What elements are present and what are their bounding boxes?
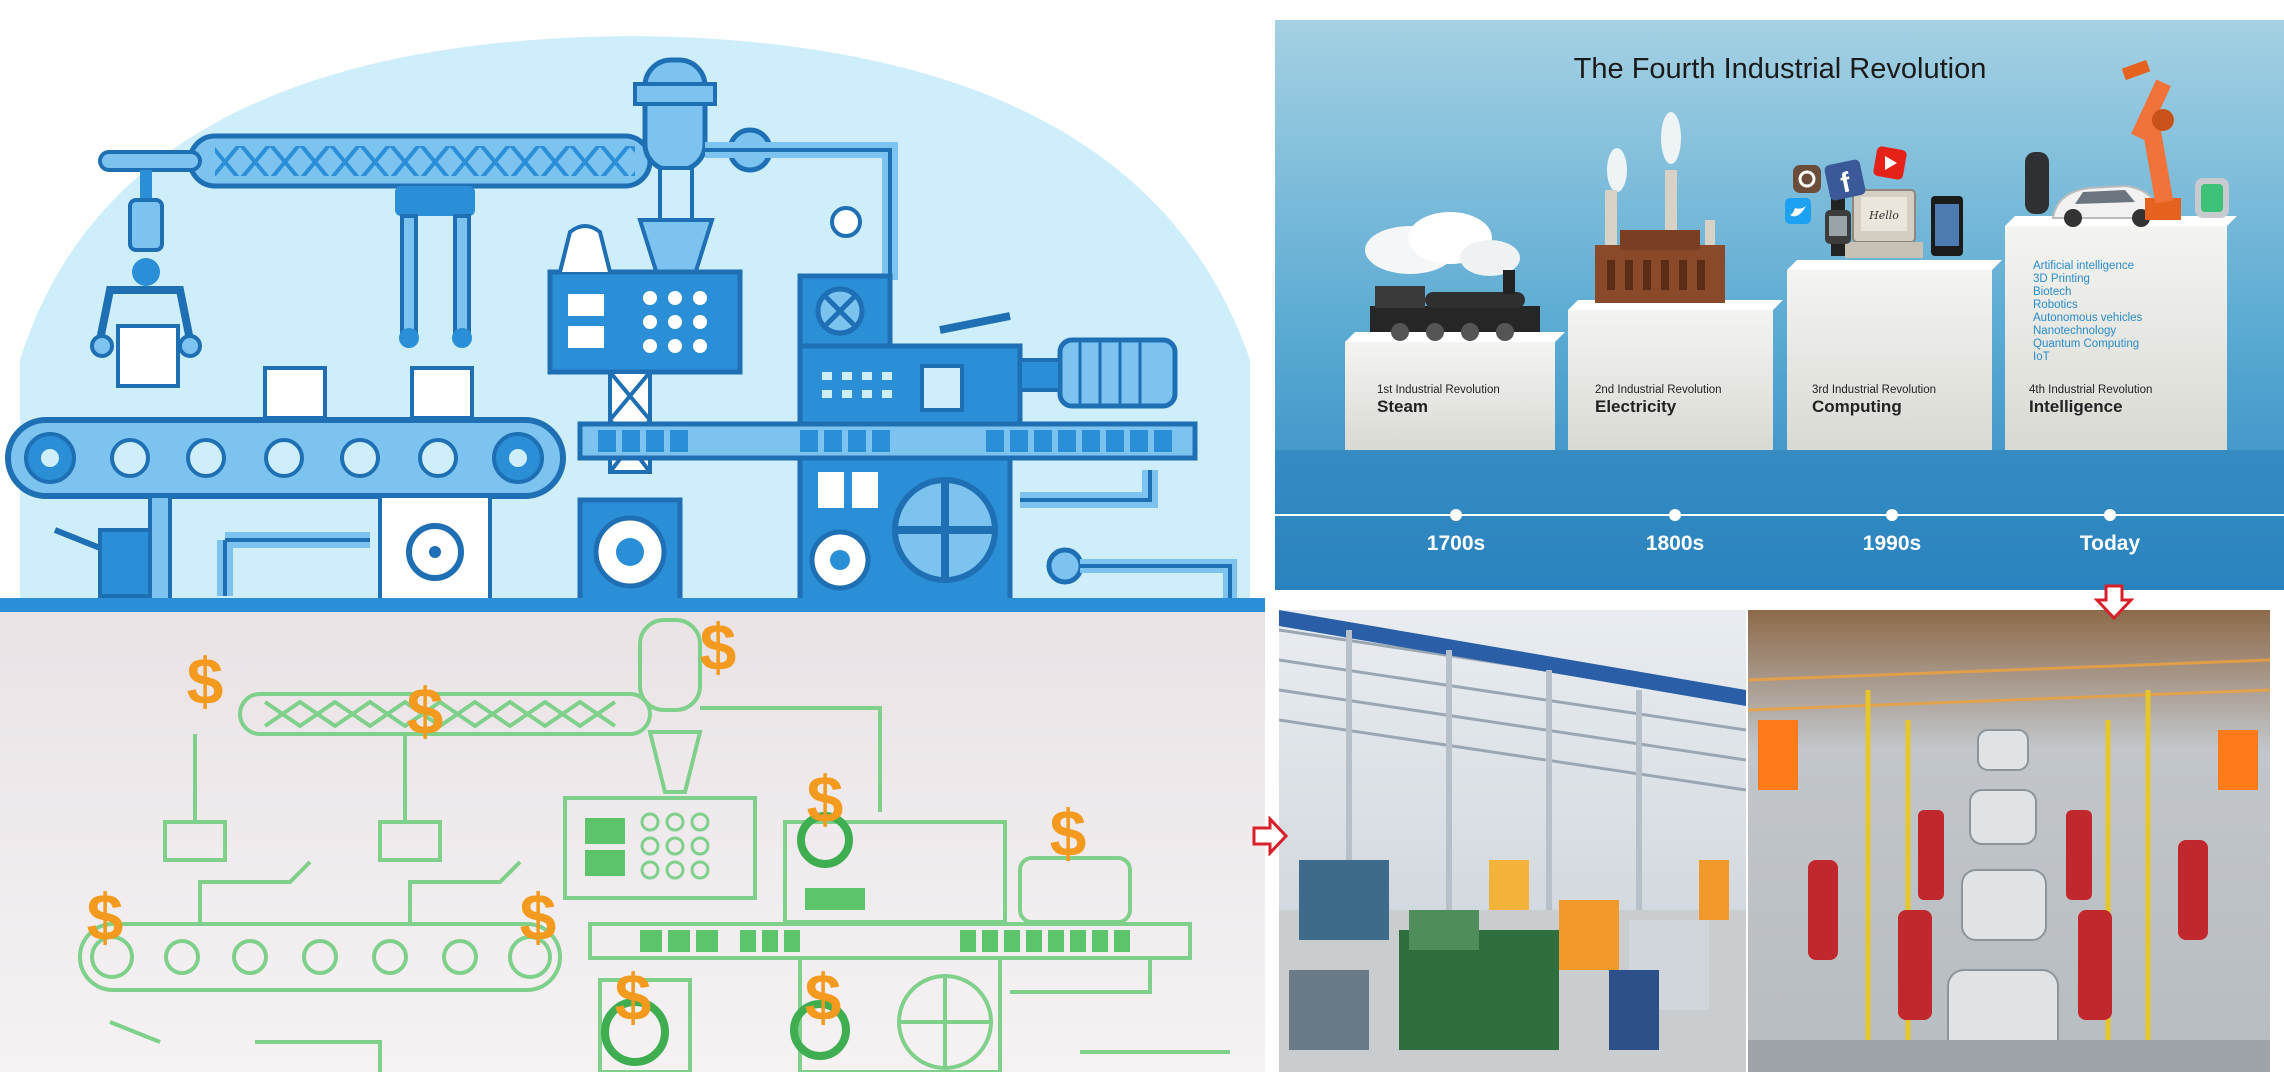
dollar-icon: $ [187,644,224,718]
facebook-icon: f [1824,159,1866,201]
red-arrow-right-icon [1252,816,1288,856]
dollar-signs: $ $ $ $ $ $ $ $ $ [87,612,1087,1034]
stage-name: Steam [1377,397,1428,416]
smartwatch-icon [2195,178,2229,218]
tech-item: Nanotechnology [2033,325,2116,337]
stage-subtitle: 3rd Industrial Revolution [1812,384,1936,396]
tech-item: Artificial intelligence [2033,260,2134,272]
stage-name: Computing [1812,397,1902,416]
stage-name: Electricity [1595,397,1677,416]
electric-car-icon [2051,184,2167,227]
factory-machine-illustration [0,0,1265,612]
car-assembly-photo [1748,610,2270,1072]
money-machine-illustration: $ $ $ $ $ $ $ $ $ [0,612,1265,1072]
red-arrow-down-icon [2094,584,2134,620]
money-machine-icon: $ $ $ $ $ $ $ $ $ [0,612,1265,1072]
dollar-icon: $ [87,880,124,954]
timeline-era-label: 1700s [1427,532,1485,555]
computer-screen-text: Hello [1868,209,1899,222]
dollar-icon: $ [700,612,737,684]
robot-arm-icon [2121,59,2181,220]
timeline-era-label: Today [2080,532,2141,555]
timeline-marker [1886,509,1898,521]
tech-item: Robotics [2033,299,2078,311]
stage-subtitle: 4th Industrial Revolution [2029,384,2152,396]
stage-name: Intelligence [2029,397,2123,416]
stage-subtitle: 2nd Industrial Revolution [1595,384,1722,396]
timeline-marker [1669,509,1681,521]
timeline-marker [2104,509,2116,521]
dollar-icon: $ [520,880,557,954]
factory-machine-icon [0,36,1265,612]
dollar-icon: $ [1050,796,1087,870]
tech-item: Biotech [2033,286,2071,298]
factory-interior-photo [1279,610,1746,1072]
tech-item: IoT [2033,351,2050,363]
technology-list: Artificial intelligence 3D Printing Biot… [2033,260,2143,363]
tech-item: 3D Printing [2033,273,2090,285]
smart-speaker-icon [2025,152,2049,214]
pedestal-computing [1787,260,2002,450]
twitter-icon [1785,198,1811,224]
steam-train-icon [1365,212,1540,341]
dollar-icon: $ [615,960,652,1034]
dollar-icon: $ [805,960,842,1034]
industrial-revolution-infographic: The Fourth Industrial Revolution [1275,20,2284,590]
pedestal-electricity [1568,300,1783,450]
dollar-icon: $ [807,762,844,836]
infographic-title: The Fourth Industrial Revolution [1574,53,1987,85]
youtube-icon [1873,146,1907,180]
smartphone-icon [1931,196,1963,256]
pedestal-intelligence [2005,216,2237,450]
power-plant-icon [1595,112,1725,303]
tech-item: Autonomous vehicles [2033,312,2143,324]
timeline-marker [1450,509,1462,521]
stage-subtitle: 1st Industrial Revolution [1377,384,1500,396]
computer-icon: Hello [1845,189,1923,258]
instagram-icon [1793,165,1821,193]
dollar-icon: $ [407,674,444,748]
timeline-era-label: 1990s [1863,532,1921,555]
tech-item: Quantum Computing [2033,338,2139,350]
smartwatch-icon [1825,198,1851,256]
timeline-era-label: 1800s [1646,532,1704,555]
